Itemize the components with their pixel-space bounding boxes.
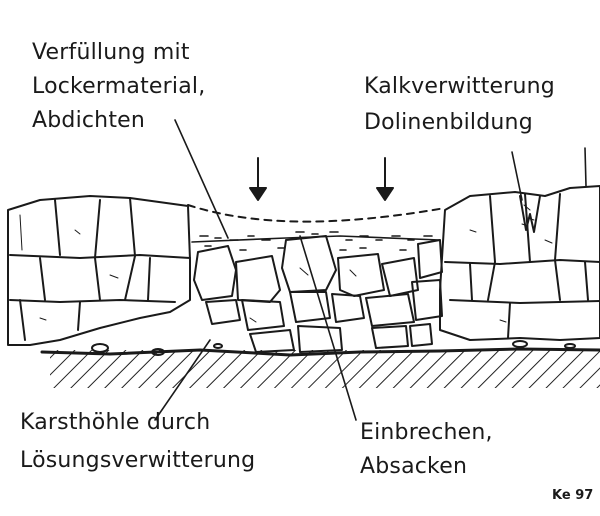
left-limestone-block [8,196,190,345]
label-weathering-line-2: Dolinenbildung [364,108,533,138]
label-cave-line-1: Karsthöhle durch [20,408,210,438]
label-weathering-line-1: Kalkverwitterung [364,72,555,102]
right-limestone-block [440,186,600,340]
bedrock-hatching [42,349,600,388]
figure-code: Ke 97 [552,488,593,504]
doline-fissure [520,196,540,232]
label-fill-line-2: Lockermaterial, [32,72,205,102]
subsidence-dashed-line [188,205,445,222]
label-cave-line-2: Lösungsverwitterung [20,446,255,476]
label-collapse-line-1: Einbrechen, [360,418,493,448]
settling-arrows [250,158,393,200]
label-fill-line-1: Verfüllung mit [32,38,190,68]
label-fill-line-3: Abdichten [32,106,145,136]
label-collapse-line-2: Absacken [360,452,467,482]
